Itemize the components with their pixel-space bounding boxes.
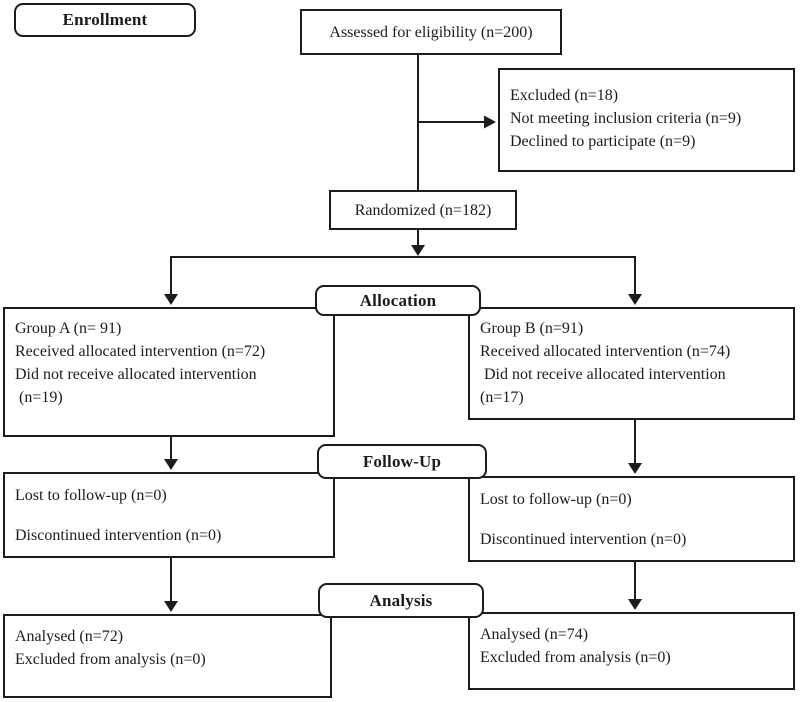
assessed-eligibility-box: Assessed for eligibility (n=200) [300,9,562,55]
group-b-line: Did not receive allocated intervention [480,366,726,383]
group-b-line: (n=17) [480,389,524,406]
excluded-box: Excluded (n=18) Not meeting inclusion cr… [498,68,795,172]
group-b-box: Group B (n=91) Received allocated interv… [468,307,795,420]
group-a-line: Group A (n= 91) [15,320,122,337]
follow-up-a-line: Lost to follow-up (n=0) [15,487,167,504]
follow-up-stage-label: Follow-Up [317,444,487,479]
enrollment-stage-label: Enrollment [14,3,196,37]
allocation-stage-label: Allocation [315,285,481,316]
group-b-line: Received allocated intervention (n=74) [480,343,731,360]
arrowhead-into-analysis-b [628,599,642,610]
arrowhead-into-excluded [484,115,496,129]
group-a-line: (n=19) [15,389,63,406]
arrowhead-into-followup-b [628,463,642,474]
arrowhead-into-group-a [164,294,178,305]
analysis-a-line: Analysed (n=72) [15,628,124,645]
group-b-line: Group B (n=91) [480,320,584,337]
follow-up-a-line: Discontinued intervention (n=0) [15,527,222,544]
follow-up-b-line: Lost to follow-up (n=0) [480,491,632,508]
group-a-line: Did not receive allocated intervention [15,366,257,383]
arrowhead-into-analysis-a [164,601,178,612]
arrowhead-into-group-b [628,294,642,305]
group-a-line: Received allocated intervention (n=72) [15,343,266,360]
analysis-b-line: Analysed (n=74) [480,626,589,643]
analysis-a-line: Excluded from analysis (n=0) [15,651,206,668]
analysis-b-line: Excluded from analysis (n=0) [480,649,671,666]
arrowhead-into-followup-a [164,459,178,470]
follow-up-a-box: Lost to follow-up (n=0) Discontinued int… [3,472,335,558]
excluded-line: Declined to participate (n=9) [510,133,696,150]
analysis-b-box: Analysed (n=74) Excluded from analysis (… [468,612,795,690]
randomized-box: Randomized (n=182) [329,190,517,230]
randomized-text: Randomized (n=182) [354,201,492,219]
analysis-stage-label: Analysis [318,583,484,618]
assessed-eligibility-text: Assessed for eligibility (n=200) [329,23,533,41]
arrowhead-randomized-down [411,245,425,256]
follow-up-b-box: Lost to follow-up (n=0) Discontinued int… [468,476,795,562]
group-a-box: Group A (n= 91) Received allocated inter… [3,307,335,437]
analysis-a-box: Analysed (n=72) Excluded from analysis (… [3,614,332,698]
excluded-line: Not meeting inclusion criteria (n=9) [510,110,742,127]
excluded-line: Excluded (n=18) [510,87,619,104]
follow-up-b-line: Discontinued intervention (n=0) [480,531,687,548]
